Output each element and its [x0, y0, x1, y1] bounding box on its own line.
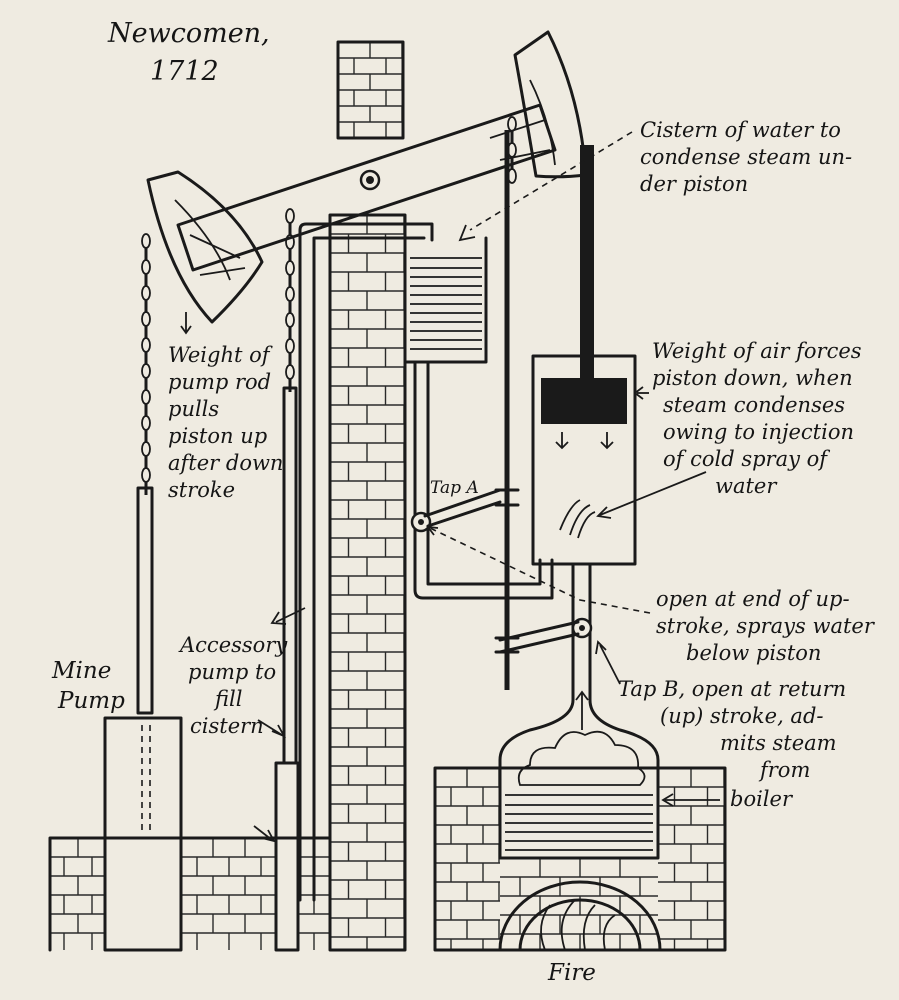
svg-text:der piston: der piston: [640, 172, 748, 196]
svg-text:piston down, when: piston down, when: [652, 366, 853, 390]
piston: [541, 378, 627, 424]
svg-text:boiler: boiler: [730, 787, 794, 811]
tap-a: [410, 488, 502, 533]
svg-text:below piston: below piston: [686, 641, 821, 665]
svg-text:(up) stroke, ad-: (up) stroke, ad-: [660, 704, 824, 728]
svg-text:pump rod: pump rod: [168, 370, 271, 394]
svg-text:open at end of up-: open at end of up-: [656, 587, 850, 611]
labels: Newcomen, 1712 Cistern of water to conde…: [51, 18, 876, 986]
svg-text:stroke, sprays water: stroke, sprays water: [656, 614, 876, 638]
label-open-end: open at end of up- stroke, sprays water …: [656, 587, 876, 665]
feed-pipe: [298, 222, 434, 902]
svg-text:Weight of air forces: Weight of air forces: [652, 339, 862, 363]
ground-wall: [48, 836, 407, 952]
svg-text:mits steam: mits steam: [720, 731, 837, 755]
label-weight-air: Weight of air forces piston down, when s…: [652, 339, 862, 498]
fire-flames: [540, 899, 616, 951]
svg-text:condense steam un-: condense steam un-: [640, 145, 852, 169]
fire-arch-inner: [518, 898, 642, 952]
svg-text:pump to: pump to: [188, 660, 276, 684]
steam-cloud: [517, 730, 646, 786]
svg-text:pulls: pulls: [168, 397, 219, 421]
spray-marks: [559, 499, 596, 539]
rocking-beam: [146, 30, 588, 324]
svg-text:Cistern of water to: Cistern of water to: [640, 118, 841, 142]
svg-text:Mine: Mine: [51, 658, 111, 684]
label-cistern: Cistern of water to condense steam un- d…: [640, 118, 852, 196]
label-accessory: Accessory pump to fill cistern: [178, 633, 288, 738]
mine-pump: [103, 486, 183, 952]
injection-pipe: [413, 360, 554, 600]
rod-tappets: [494, 488, 520, 654]
svg-text:Weight of: Weight of: [168, 343, 273, 367]
label-mine-pump: Mine Pump: [51, 658, 125, 714]
label-tap-a: Tap A: [430, 478, 479, 498]
svg-text:after down: after down: [168, 451, 283, 475]
chimney-top: [336, 40, 405, 140]
svg-text:Accessory: Accessory: [178, 633, 288, 657]
label-weight-pump-rod: Weight of pump rod pulls piston up after…: [168, 343, 283, 502]
svg-text:Tap B, open at return: Tap B, open at return: [618, 677, 846, 701]
svg-text:piston up: piston up: [168, 424, 267, 448]
svg-text:owing to injection: owing to injection: [663, 420, 854, 444]
svg-text:fill: fill: [213, 687, 242, 711]
svg-text:water: water: [715, 474, 778, 498]
diagram-year: 1712: [150, 56, 219, 87]
central-pillar: [328, 213, 407, 952]
label-tap-b: Tap B, open at return (up) stroke, ad- m…: [618, 677, 846, 811]
steam-pipe: [498, 562, 660, 860]
svg-text:Pump: Pump: [57, 688, 125, 714]
piston-rod: [580, 145, 594, 380]
fire-arch-outer: [498, 880, 662, 952]
leader-lines: [180, 131, 720, 843]
diagram-title: Newcomen,: [107, 18, 270, 49]
cistern: [403, 236, 488, 364]
svg-text:from: from: [758, 758, 810, 782]
accessory-pump: [274, 386, 300, 952]
brickwork: [50, 41, 725, 950]
svg-text:stroke: stroke: [168, 478, 235, 502]
svg-text:of cold spray of: of cold spray of: [663, 447, 830, 471]
boiler-house: [433, 766, 727, 952]
svg-text:cistern: cistern: [190, 714, 264, 738]
svg-text:steam condenses: steam condenses: [663, 393, 845, 417]
cylinder: [531, 145, 637, 566]
label-fire: Fire: [547, 960, 596, 986]
